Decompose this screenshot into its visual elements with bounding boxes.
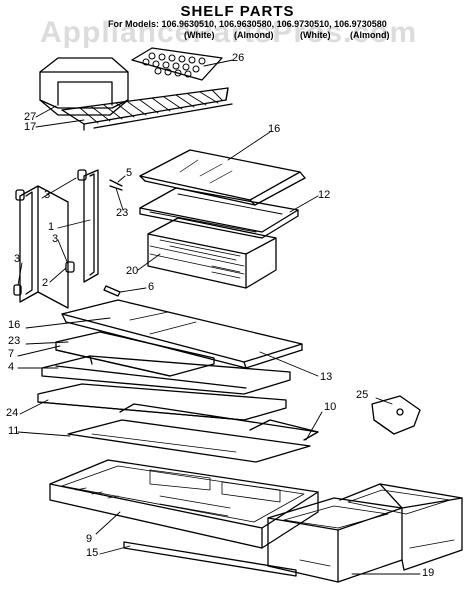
color-label-1: (White) [184, 30, 215, 40]
color-label-2: (Almond) [234, 30, 274, 40]
callout-leader-lines [17, 59, 421, 575]
callout-25: 25 [356, 389, 369, 401]
callout-27: 27 [24, 111, 37, 123]
wire-shelf-part-17 [61, 87, 233, 131]
glass-shelf-lower-part-16 [61, 299, 303, 369]
callout-10: 10 [324, 401, 337, 413]
crisper-cover-frame-part-10 [119, 403, 319, 441]
crisper-cover-glass-part-11 [67, 419, 311, 463]
meat-drawer-part-20 [147, 217, 277, 289]
callout-3-top: 3 [44, 189, 51, 201]
callout-20: 20 [126, 265, 139, 277]
callout-16-lower: 16 [8, 319, 21, 331]
callout-11: 11 [8, 425, 20, 437]
crisper-pan-base-part-9 [49, 459, 319, 549]
shelf-trim-part-24 [37, 383, 287, 421]
callout-15: 15 [86, 547, 99, 559]
callout-17: 17 [24, 121, 37, 133]
crisper-drawers-part-19 [267, 483, 463, 583]
callout-16-upper: 16 [268, 123, 281, 135]
shelf-support-rails-parts-1-2-3 [13, 169, 99, 309]
callout-2: 2 [42, 277, 49, 289]
shelf-frame-part-4 [41, 355, 291, 395]
crisper-drawer-part-27 [39, 57, 129, 116]
bracket-part-25 [371, 395, 421, 435]
callout-9: 9 [86, 533, 93, 545]
egg-tray-part-26 [131, 47, 223, 81]
callout-13: 13 [320, 371, 333, 383]
rail-part-15 [123, 541, 297, 577]
callout-1: 1 [48, 221, 55, 233]
callout-6: 6 [148, 281, 155, 293]
watermark-text: AppliancePartsPros.com [40, 16, 418, 49]
callout-5: 5 [126, 167, 133, 179]
callout-26: 26 [232, 52, 245, 64]
callout-23-upper: 23 [116, 207, 129, 219]
callout-7: 7 [8, 348, 15, 360]
callout-19: 19 [422, 567, 435, 579]
callout-23-lower: 23 [8, 335, 21, 347]
shelf-frame-part-7 [55, 331, 215, 377]
models-line: For Models: 106.9630510, 106.9630580, 10… [108, 19, 387, 29]
callout-12: 12 [318, 189, 331, 201]
callout-4: 4 [8, 361, 15, 373]
callout-3-middle: 3 [52, 233, 59, 245]
color-label-4: (Almond) [350, 30, 390, 40]
shelf-frame-part-12 [139, 187, 299, 239]
color-label-3: (White) [300, 30, 331, 40]
page-title: SHELF PARTS [180, 3, 295, 20]
callout-24: 24 [6, 407, 19, 419]
callout-3-bottom: 3 [14, 253, 21, 265]
